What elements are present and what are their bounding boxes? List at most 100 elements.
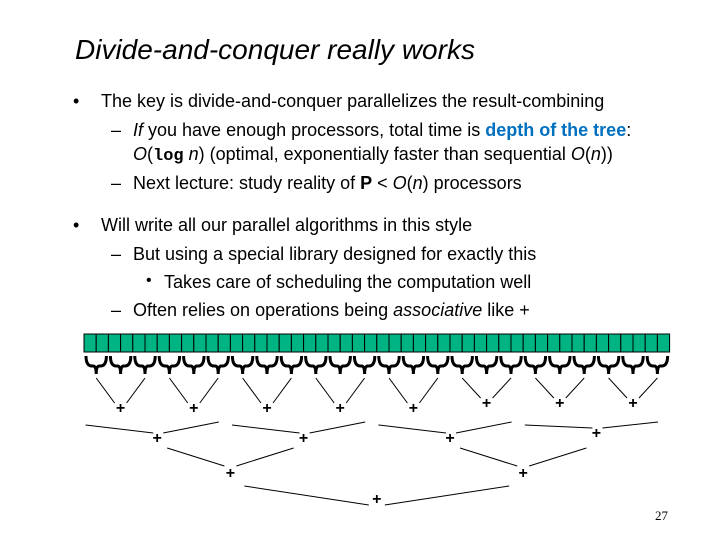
bold-p: P bbox=[360, 173, 373, 193]
big-o: O bbox=[133, 144, 148, 164]
tree-edge bbox=[638, 377, 658, 399]
array-cell bbox=[351, 333, 366, 353]
sub-bullet-marker: – bbox=[111, 300, 122, 320]
if-word: If bbox=[133, 120, 144, 140]
plus-node: + bbox=[299, 430, 308, 447]
plus-node: + bbox=[116, 400, 125, 417]
sub-bullet-special-library: But using a special library designed for… bbox=[133, 244, 537, 264]
array-cell bbox=[83, 333, 97, 353]
bullet-marker: • bbox=[73, 91, 80, 111]
text-lt: < bbox=[372, 173, 393, 193]
array-cell bbox=[364, 333, 378, 353]
text-b: like + bbox=[482, 300, 530, 320]
array-cell bbox=[193, 333, 207, 353]
array-cell bbox=[571, 333, 585, 353]
brace bbox=[108, 355, 133, 375]
tree-edge bbox=[384, 485, 510, 506]
tree-edge bbox=[309, 421, 366, 434]
brace bbox=[84, 355, 108, 375]
brace bbox=[401, 355, 426, 375]
big-o-2: O bbox=[570, 144, 585, 164]
text-b: : bbox=[626, 120, 632, 140]
array-cell bbox=[205, 333, 219, 353]
brace bbox=[596, 355, 621, 375]
tree-edge bbox=[378, 424, 447, 434]
array-cell bbox=[656, 333, 671, 353]
brace bbox=[377, 355, 401, 375]
sub-bullet-next-lecture: Next lecture: study reality of P < O(n) … bbox=[133, 173, 522, 194]
array-cell bbox=[95, 333, 109, 353]
array-cell bbox=[534, 333, 549, 353]
tree-edge bbox=[315, 377, 335, 404]
array-cell bbox=[461, 333, 475, 353]
sub-bullet-marker: – bbox=[111, 173, 122, 193]
tree-edge bbox=[244, 485, 369, 506]
array-cell bbox=[254, 333, 268, 353]
sub-sub-bullet-marker: • bbox=[146, 272, 152, 289]
text-a: you have enough processors, total time i… bbox=[143, 120, 486, 140]
array-cell bbox=[315, 333, 329, 353]
brace bbox=[206, 355, 230, 375]
brace bbox=[255, 355, 279, 375]
brace bbox=[572, 355, 596, 375]
tree-edge bbox=[95, 377, 116, 404]
tree-edge bbox=[85, 424, 154, 434]
brace bbox=[182, 355, 206, 375]
plus-node: + bbox=[519, 465, 528, 482]
paren-2: ( bbox=[584, 144, 591, 164]
paren-close: )) bbox=[600, 144, 613, 164]
depth-of-tree-highlight: depth of the tree bbox=[485, 120, 627, 140]
plus-node: + bbox=[336, 400, 345, 417]
sub-bullet-marker: – bbox=[111, 120, 122, 140]
paren: ( bbox=[147, 144, 154, 164]
array-cell bbox=[437, 333, 451, 353]
processors-text: ) processors bbox=[422, 173, 522, 193]
tree-edge bbox=[461, 377, 481, 399]
brace bbox=[474, 355, 499, 375]
tree-edge bbox=[242, 377, 262, 404]
brace bbox=[426, 355, 450, 375]
brace bbox=[450, 355, 474, 375]
tree-edge bbox=[524, 424, 593, 429]
plus-node: + bbox=[409, 400, 418, 417]
array-cell bbox=[290, 333, 305, 353]
array-cell bbox=[632, 333, 646, 353]
page-number: 27 bbox=[655, 508, 668, 523]
array-cell bbox=[510, 333, 524, 353]
text-a: Often relies on operations being bbox=[133, 300, 394, 320]
tree-edge bbox=[168, 377, 189, 404]
bullet-marker: • bbox=[73, 215, 80, 235]
brace bbox=[157, 355, 182, 375]
big-o: O bbox=[392, 173, 407, 193]
n-var: n bbox=[183, 144, 199, 164]
tree-edge bbox=[272, 377, 292, 404]
tree-edge bbox=[199, 377, 219, 404]
array-cell bbox=[559, 333, 573, 353]
brace bbox=[499, 355, 523, 375]
array-cell bbox=[583, 333, 597, 353]
tree-edge bbox=[529, 447, 587, 467]
array-cell bbox=[278, 333, 292, 353]
n-var: n bbox=[412, 173, 423, 193]
associative-word: associative bbox=[393, 300, 483, 320]
tree-edge bbox=[535, 377, 555, 399]
brace bbox=[548, 355, 572, 375]
array-cell bbox=[339, 333, 353, 353]
tree-edge bbox=[459, 447, 518, 467]
array-cell bbox=[498, 333, 512, 353]
array-cell bbox=[120, 333, 134, 353]
array-cell bbox=[303, 333, 317, 353]
array-cell bbox=[620, 333, 634, 353]
bullet-text-parallel-algorithms: Will write all our parallel algorithms i… bbox=[101, 215, 473, 235]
plus-node: + bbox=[189, 400, 198, 417]
array-cell bbox=[242, 333, 256, 353]
n-var-2: n bbox=[590, 144, 601, 164]
brace bbox=[279, 355, 304, 375]
array-cell bbox=[181, 333, 195, 353]
brace bbox=[523, 355, 548, 375]
tree-edge bbox=[602, 421, 659, 429]
tree-edge bbox=[236, 447, 294, 467]
tree-edge bbox=[126, 377, 146, 404]
array-cell bbox=[595, 333, 610, 353]
array-cell bbox=[327, 333, 341, 353]
